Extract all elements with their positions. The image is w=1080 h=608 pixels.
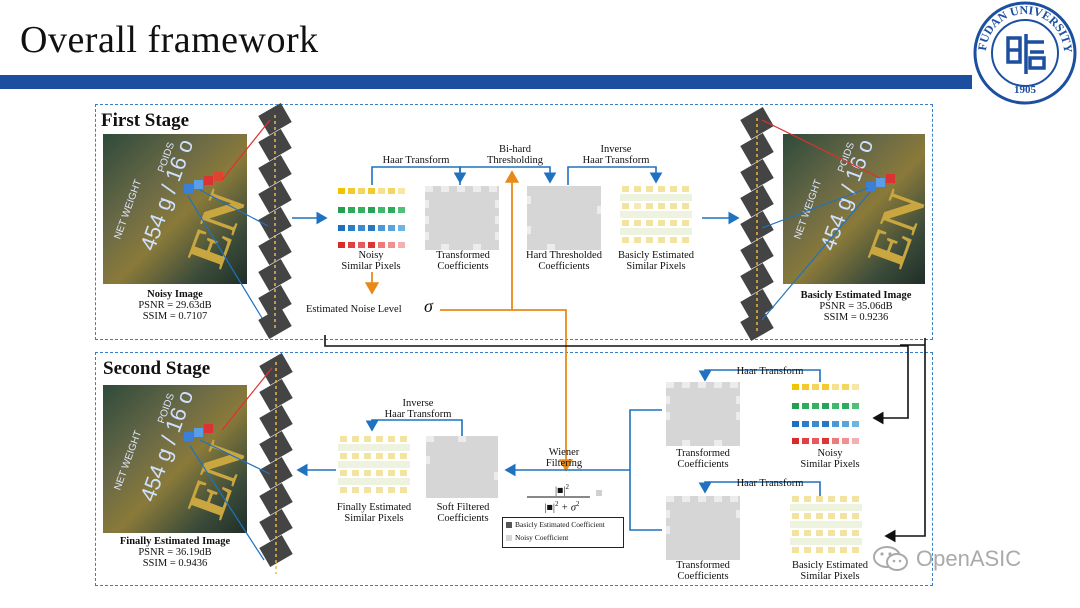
watermark-text: OpenASIC: [916, 546, 1022, 571]
final-pixels-label-2: Similar Pixels: [344, 513, 404, 524]
final-similar-pixels-grid: [338, 436, 410, 493]
page-title: Overall framework: [20, 19, 319, 61]
basic-estimated-image: NET WEIGHT POIDS 454 g / 16 o EN: [783, 134, 925, 284]
noisy-similar-pixels-grid-2: [792, 384, 859, 444]
basic-pixels-2-label-2: Similar Pixels: [800, 571, 860, 582]
soft-filtered-block: [426, 436, 498, 498]
basic-pixels-2-label-1: Basicly Estimated: [791, 560, 869, 571]
formula-numerator-term: |■|: [554, 485, 566, 497]
final-image-ssim: SSIM = 0.9436: [142, 558, 208, 569]
first-stage-label: First Stage: [101, 110, 190, 131]
formula-numerator-exp: 2: [565, 483, 570, 491]
inverse-haar-2-label-2: Haar Transform: [384, 409, 452, 420]
transformed-coefficients-bottom: [666, 496, 740, 560]
transformed-top-label-2: Coefficients: [677, 459, 729, 470]
noisy-similar-pixels-grid: [336, 188, 406, 250]
basic-similar-pixels-grid: [620, 186, 692, 243]
transformed-label-2: Coefficients: [437, 261, 489, 272]
formula-marker: [596, 490, 602, 496]
formula-denominator-exp: 2: [555, 500, 559, 508]
inverse-haar-2-label-1: Inverse: [402, 398, 434, 409]
final-image-patches: [184, 422, 224, 444]
haar-transform-bottom-label: Haar Transform: [736, 478, 804, 489]
basic-image-ssim: SSIM = 0.9236: [823, 312, 889, 323]
second-stage-label: Second Stage: [103, 358, 211, 379]
noisy-image-psnr: PSNR = 29.63dB: [138, 300, 212, 311]
formula-denominator: |■|2 + σ2: [524, 499, 600, 514]
basic-pixels-label-2: Similar Pixels: [626, 261, 686, 272]
legend-dark-swatch: [506, 522, 512, 528]
final-pixels-label-1: Finally Estimated: [336, 502, 412, 513]
formula-sigma-exp: 2: [576, 500, 580, 508]
legend-light-swatch: [506, 535, 512, 541]
patch-stack-basic: [740, 106, 774, 342]
bihard-label-2: Thresholding: [487, 155, 543, 166]
noisy-pixels-2-label-1: Noisy: [817, 448, 843, 459]
final-estimated-image: NET WEIGHT POIDS 454 g / 16 o EN: [103, 385, 247, 533]
formula-denominator-term: |■|: [544, 502, 556, 514]
title-bar: [0, 75, 972, 89]
inverse-haar-label-2: Haar Transform: [582, 155, 650, 166]
transformed-label-1: Transformed: [436, 250, 490, 261]
basic-pixels-label-1: Basicly Estimated: [617, 250, 695, 261]
basic-image-psnr: PSNR = 35.06dB: [819, 301, 893, 312]
haar-transform-label: Haar Transform: [382, 155, 450, 166]
noisy-pixels-label-1: Noisy: [358, 250, 384, 261]
transformed-coefficients-top: [666, 382, 740, 446]
wechat-icon: [873, 546, 908, 571]
legend-dark-label: Basicly Estimated Coefficient: [515, 520, 605, 529]
watermark: OpenASIC: [872, 544, 1021, 574]
sigma-symbol: σ: [424, 296, 433, 316]
inverse-haar-label-1: Inverse: [600, 144, 632, 155]
svg-text:1905: 1905: [1014, 84, 1037, 96]
noisy-pixels-2-label-2: Similar Pixels: [800, 459, 860, 470]
second-stage-box: [95, 352, 933, 586]
wiener-label-1: Wiener: [548, 447, 580, 458]
legend-light-label: Noisy Coefficient: [515, 533, 569, 542]
noise-level-label: Estimated Noise Level: [306, 304, 402, 315]
soft-filtered-label-1: Soft Filtered: [436, 502, 490, 513]
hard-thresholded-label-1: Hard Thresholded: [526, 250, 602, 261]
transformed-bottom-label-2: Coefficients: [677, 571, 729, 582]
formula-numerator: |■|2: [542, 482, 582, 497]
soft-filtered-label-2: Coefficients: [437, 513, 489, 524]
noisy-image-ssim: SSIM = 0.7107: [142, 311, 208, 322]
noisy-image-patches: [184, 172, 224, 194]
basic-image-title: Basicly Estimated Image: [800, 290, 912, 301]
first-stage-box: [95, 104, 933, 340]
basic-image-patches: [866, 172, 906, 194]
hard-thresholded-block: [527, 186, 601, 250]
final-image-title: Finally Estimated Image: [119, 536, 231, 547]
noisy-pixels-label-2: Similar Pixels: [341, 261, 401, 272]
wiener-label-2: Filtering: [545, 458, 583, 469]
university-logo: FUDAN UNIVERSITY 1905: [973, 1, 1077, 105]
formula-plus-sigma: + σ: [561, 502, 577, 514]
bihard-label-1: Bi-hard: [498, 144, 532, 155]
formula-legend: Basicly Estimated Coefficient Noisy Coef…: [502, 517, 624, 548]
hard-thresholded-label-2: Coefficients: [538, 261, 590, 272]
haar-transform-top-label: Haar Transform: [736, 366, 804, 377]
basic-similar-pixels-grid-2: [790, 496, 862, 553]
final-image-psnr: PSNR = 36.19dB: [138, 547, 212, 558]
transformed-top-label-1: Transformed: [676, 448, 730, 459]
transformed-bottom-label-1: Transformed: [676, 560, 730, 571]
transformed-coefficients-block: [425, 186, 499, 250]
noisy-image: NET WEIGHT POIDS 454 g / 16 o EN: [103, 134, 247, 284]
noisy-image-title: Noisy Image: [147, 289, 203, 300]
